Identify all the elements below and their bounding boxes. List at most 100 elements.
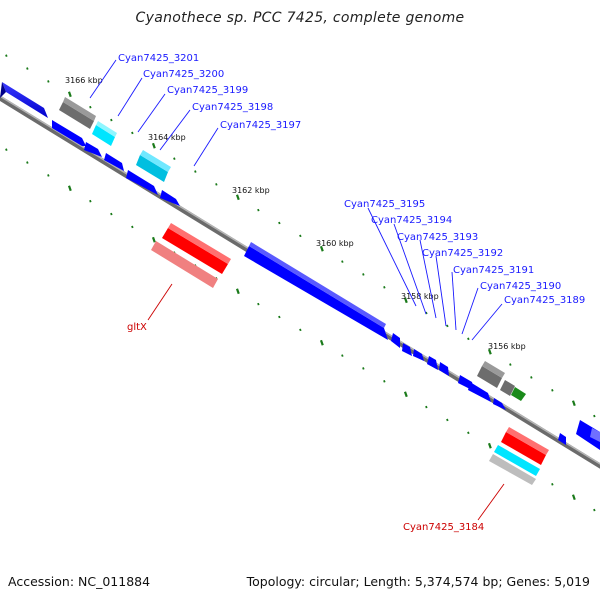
tick-mark — [26, 161, 29, 164]
cds-l — [576, 420, 600, 450]
gene-label-3201: Cyan7425_3201 — [118, 53, 199, 64]
cds-a — [104, 153, 124, 171]
grey-feature-2 — [477, 366, 502, 388]
tick-mark — [593, 508, 596, 512]
tick-mark — [341, 260, 344, 263]
gene-label-3198: Cyan7425_3198 — [192, 102, 273, 113]
tick-mark — [319, 245, 324, 252]
tick-mark — [446, 324, 449, 328]
gene-label-3192: Cyan7425_3192 — [422, 248, 503, 259]
gene-label-gltX: gltX — [127, 322, 147, 333]
cds-j — [468, 382, 491, 402]
tick-mark — [593, 414, 596, 418]
forward-features — [0, 82, 600, 450]
gene-label-3191: Cyan7425_3191 — [453, 265, 534, 276]
tick-mark — [403, 297, 408, 304]
tick-mark — [257, 302, 260, 306]
leader-lines-red — [147, 283, 505, 521]
gltX-pink — [151, 241, 218, 288]
tick-mark — [235, 194, 240, 201]
grey-feature-1 — [59, 102, 94, 129]
scale-label-3162: 3162 kbp — [232, 186, 270, 195]
cds-c — [160, 190, 180, 206]
gene-label-3184: Cyan7425_3184 — [403, 522, 484, 533]
tick-mark — [89, 105, 92, 109]
tick-mark — [235, 288, 240, 295]
cds-g — [427, 356, 438, 370]
cyan-feature-2 — [136, 155, 168, 182]
cds-3198-arrow — [52, 120, 86, 146]
tick-mark — [131, 225, 134, 229]
cds-3201-arrow — [2, 82, 48, 118]
gene-label-3189: Cyan7425_3189 — [504, 295, 585, 306]
tick-mark — [487, 442, 492, 449]
tick-mark — [5, 148, 8, 151]
leader-lines — [89, 59, 503, 341]
trna-3184 — [501, 432, 546, 465]
tick-mark — [403, 391, 408, 398]
tick-mark — [194, 170, 197, 173]
tick-mark — [278, 315, 281, 319]
gene-label-3197: Cyan7425_3197 — [220, 120, 301, 131]
scale-label-3160: 3160 kbp — [316, 239, 354, 248]
scale-label-3166: 3166 kbp — [65, 76, 103, 85]
gene-label-3199: Cyan7425_3199 — [167, 85, 248, 96]
tick-mark — [257, 208, 260, 212]
cds-3197-arrow — [84, 142, 102, 157]
tick-mark — [47, 174, 50, 177]
purple-feature — [590, 428, 600, 442]
cds-d — [391, 333, 400, 348]
green-feature — [511, 387, 526, 401]
grey-feature-4 — [489, 454, 536, 485]
tick-mark — [551, 483, 554, 486]
gene-label-3193: Cyan7425_3193 — [397, 232, 478, 243]
gene-labels: Cyan7425_3201 Cyan7425_3200 Cyan7425_319… — [118, 53, 585, 533]
tick-mark — [5, 54, 8, 57]
tick-mark — [383, 380, 386, 383]
tick-mark — [571, 494, 576, 501]
tick-mark — [425, 311, 428, 315]
tick-mark — [173, 157, 176, 160]
tick-mark — [67, 91, 72, 98]
tick-mark — [26, 67, 29, 70]
tick-mark — [509, 363, 512, 366]
accession-text: Accession: NC_011884 — [8, 574, 151, 589]
tick-rows — [5, 54, 596, 512]
gene-label-3200: Cyan7425_3200 — [143, 69, 224, 80]
tick-mark — [383, 286, 386, 289]
grey-feature-3 — [500, 380, 515, 396]
map-title: Cyanothece sp. PCC 7425, complete genome — [135, 10, 465, 26]
tick-mark — [110, 118, 113, 122]
scale-labels: 3166 kbp 3164 kbp 3162 kbp 3160 kbp 3158… — [65, 76, 526, 351]
reverse-features — [151, 223, 549, 485]
tick-mark — [425, 405, 428, 409]
tick-mark — [299, 234, 302, 238]
tick-mark — [341, 354, 344, 357]
tick-mark — [151, 236, 156, 243]
gene-label-3190: Cyan7425_3190 — [480, 281, 561, 292]
tick-mark — [467, 431, 470, 435]
scale-label-3164: 3164 kbp — [148, 133, 186, 142]
tick-mark — [487, 348, 492, 355]
scale-label-3156: 3156 kbp — [488, 342, 526, 351]
tick-mark — [89, 199, 92, 203]
cyan-feature-3 — [494, 445, 540, 476]
tick-mark — [551, 389, 554, 392]
trna-gltX — [162, 228, 228, 274]
tick-mark — [467, 337, 470, 341]
tick-mark — [215, 183, 218, 186]
gene-label-3195: Cyan7425_3195 — [344, 199, 425, 210]
cds-long — [244, 246, 388, 340]
gene-label-3194: Cyan7425_3194 — [371, 215, 452, 226]
tick-mark — [362, 273, 365, 276]
tick-mark — [47, 80, 50, 83]
cds-e — [402, 343, 412, 356]
tick-mark — [67, 185, 72, 192]
cds-f — [413, 349, 424, 361]
tick-mark — [131, 131, 134, 135]
tick-mark — [571, 400, 576, 407]
tick-mark — [319, 339, 324, 346]
tick-mark — [362, 367, 365, 370]
cds-k — [493, 398, 506, 410]
tick-mark — [530, 376, 533, 379]
